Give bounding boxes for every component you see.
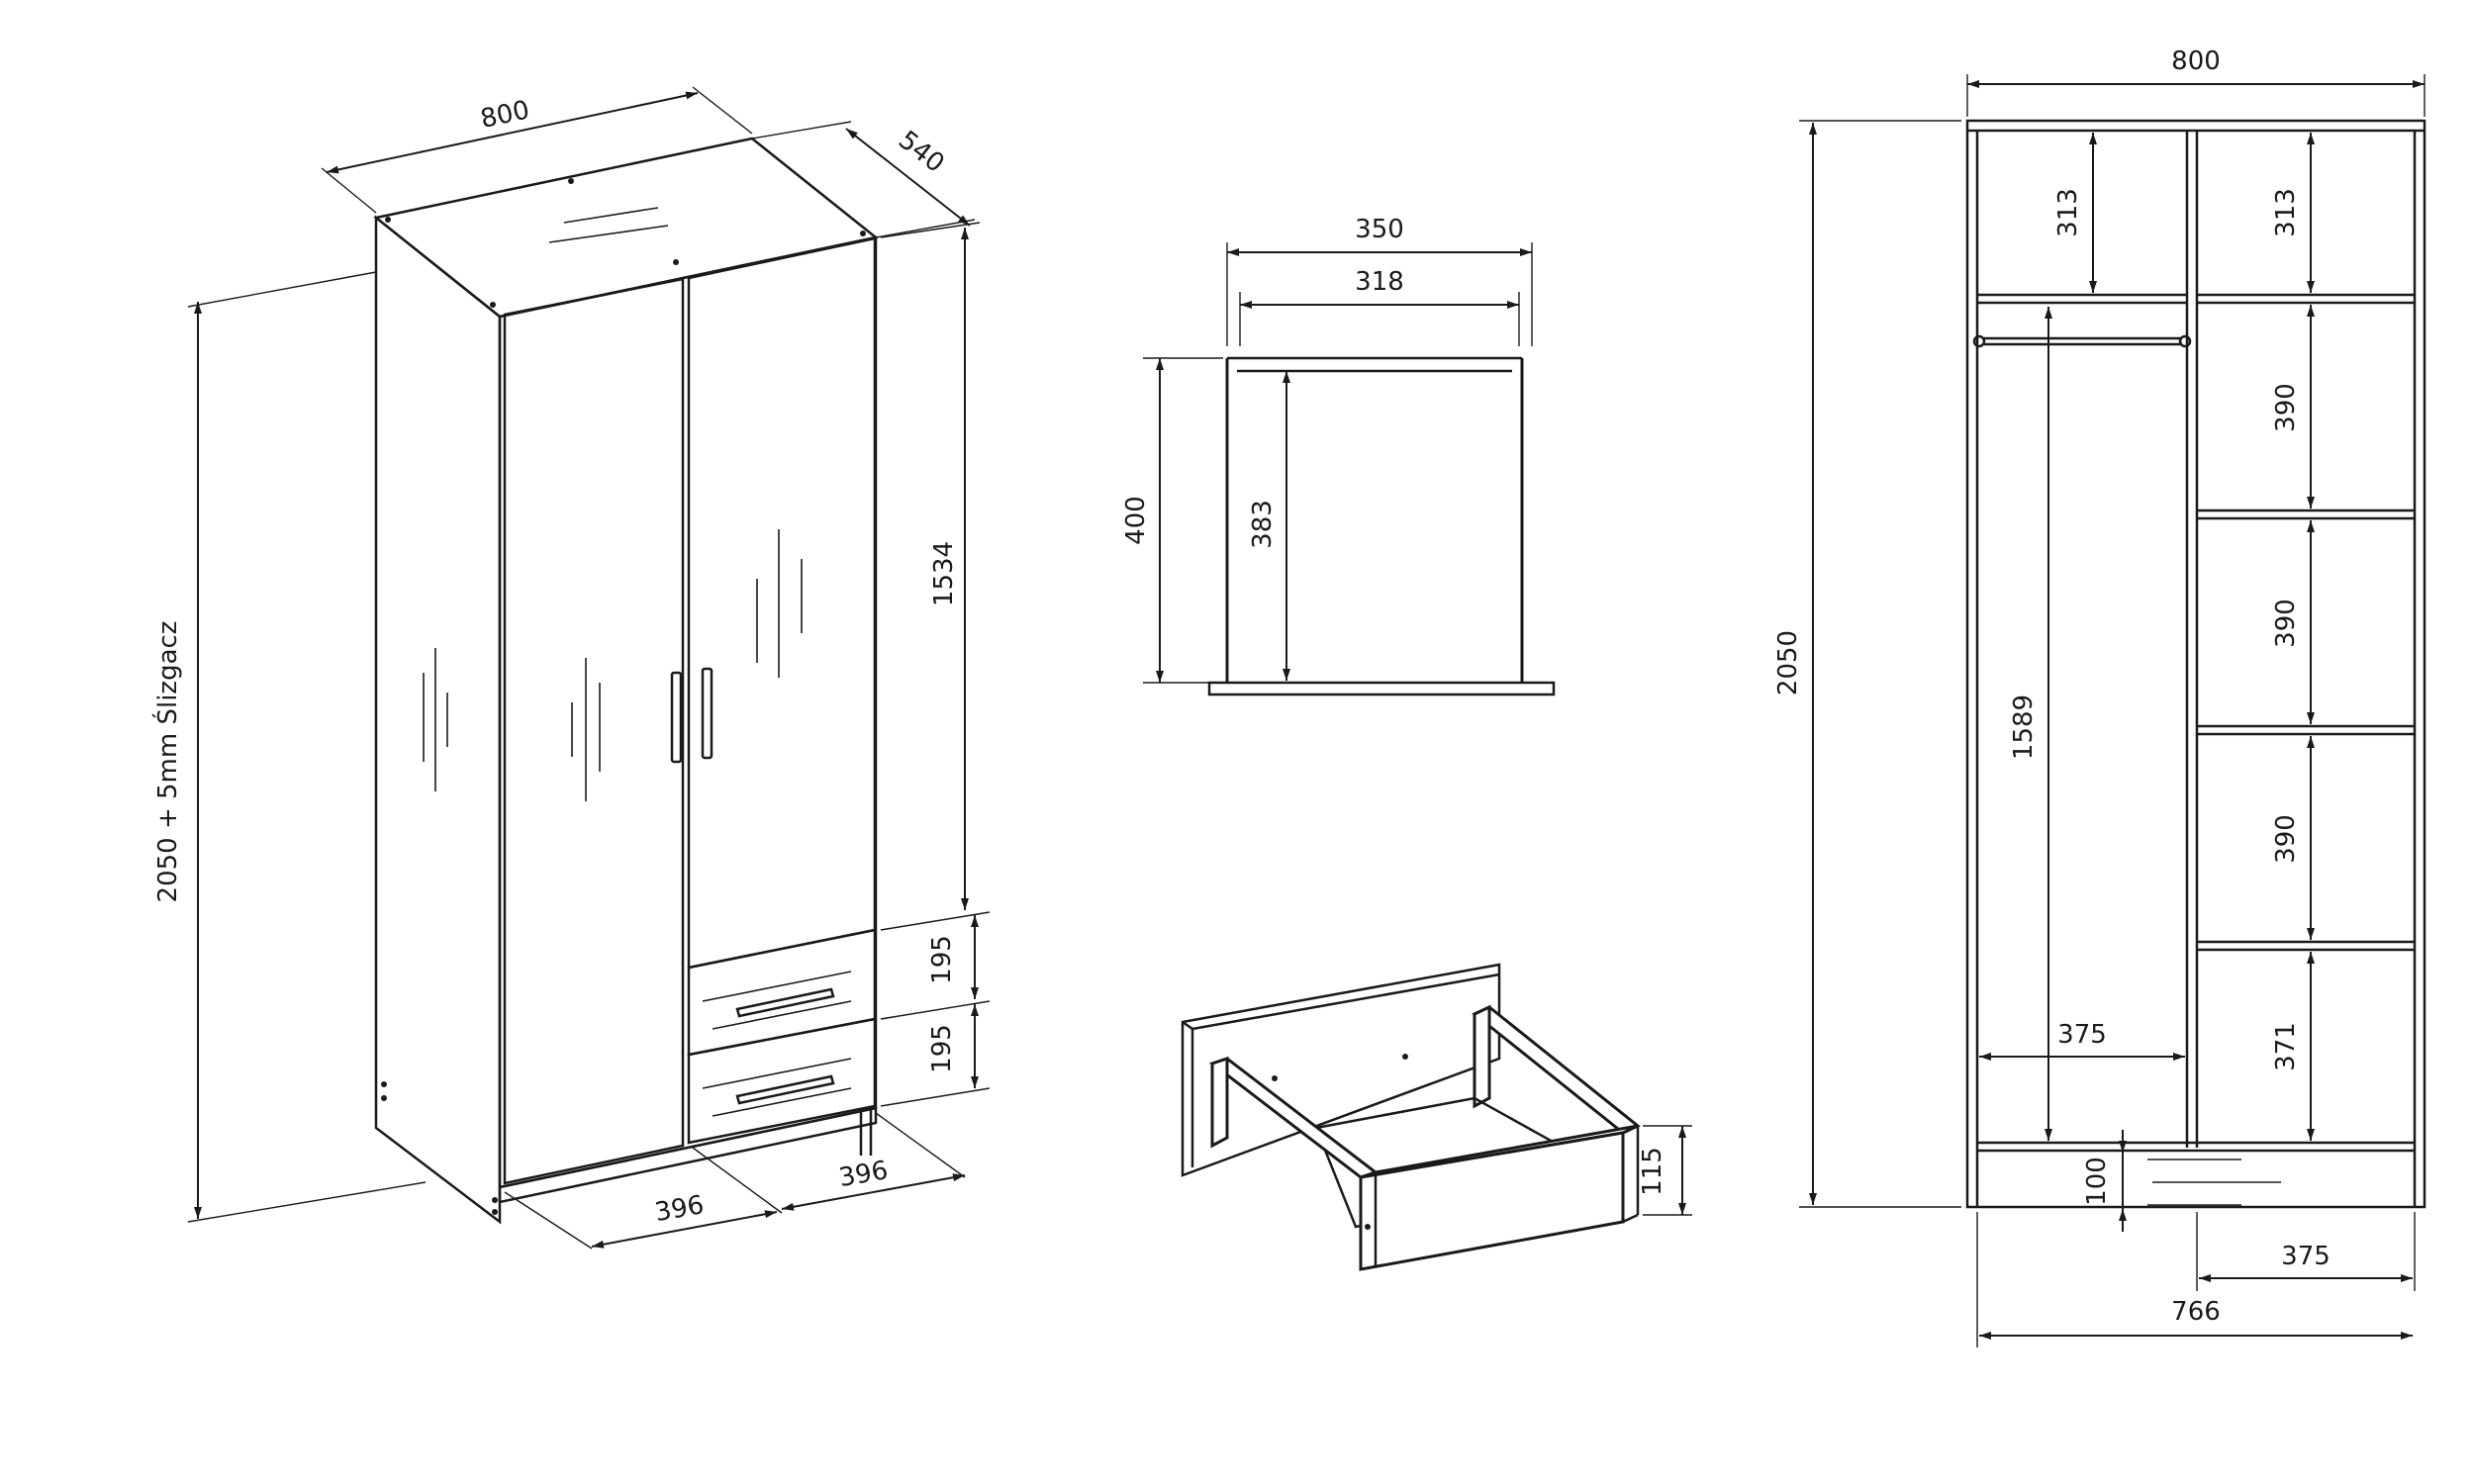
wardrobe-isometric-view: 800 540 2050 + 5mm Ślizgacz 1534 195 195… bbox=[151, 86, 991, 1250]
iso-left-door bbox=[503, 277, 685, 1185]
inner-width-label: 766 bbox=[2171, 1297, 2221, 1327]
drawer-inner-width-label: 318 bbox=[1355, 267, 1404, 297]
front-outer-frame bbox=[1965, 119, 2426, 1209]
iso-width-label: 800 bbox=[478, 95, 532, 135]
iso-drawer-2 bbox=[687, 1017, 877, 1145]
shelf-bottom-height-label: 371 bbox=[2271, 1022, 2301, 1071]
left-top-compartment-label: 313 bbox=[2053, 188, 2083, 237]
drawer-inner-height-label: 383 bbox=[1248, 500, 1278, 549]
drawer-box-height-label: 115 bbox=[1638, 1147, 1667, 1196]
drawer-front-base bbox=[1207, 681, 1556, 696]
wardrobe-front-elevation: 800 2050 313 313 1589 390 390 390 371 37… bbox=[1773, 46, 2426, 1347]
shelf-3-height-label: 390 bbox=[2271, 814, 2301, 864]
drawer-box-view: 115 bbox=[1181, 963, 1692, 1271]
iso-bottom-right-label: 396 bbox=[837, 1156, 891, 1193]
drawer-outer-height-label: 400 bbox=[1121, 496, 1151, 545]
right-top-compartment-label: 313 bbox=[2271, 188, 2301, 237]
iso-bottom-left-label: 396 bbox=[653, 1190, 707, 1228]
shelf-1-height-label: 390 bbox=[2271, 383, 2301, 432]
front-width-label: 800 bbox=[2171, 46, 2221, 76]
left-inner-width-label: 375 bbox=[2057, 1020, 2107, 1050]
drawer-front-view: 350 318 400 383 bbox=[1121, 215, 1556, 696]
iso-door-height-label: 1534 bbox=[929, 541, 959, 606]
plinth-height-label: 100 bbox=[2082, 1157, 2112, 1206]
front-height-label: 2050 bbox=[1773, 630, 1803, 696]
iso-right-door bbox=[687, 236, 877, 970]
iso-height-label: 2050 + 5mm Ślizgacz bbox=[151, 621, 183, 903]
hanging-height-label: 1589 bbox=[2009, 695, 2039, 760]
drawer-outer-width-label: 350 bbox=[1355, 215, 1404, 244]
iso-drawer-2-label: 195 bbox=[927, 1024, 957, 1073]
iso-side-panel bbox=[374, 215, 502, 1225]
shelf-2-height-label: 390 bbox=[2271, 599, 2301, 648]
iso-drawer-1-label: 195 bbox=[927, 935, 957, 984]
right-inner-width-label: 375 bbox=[2281, 1242, 2331, 1271]
